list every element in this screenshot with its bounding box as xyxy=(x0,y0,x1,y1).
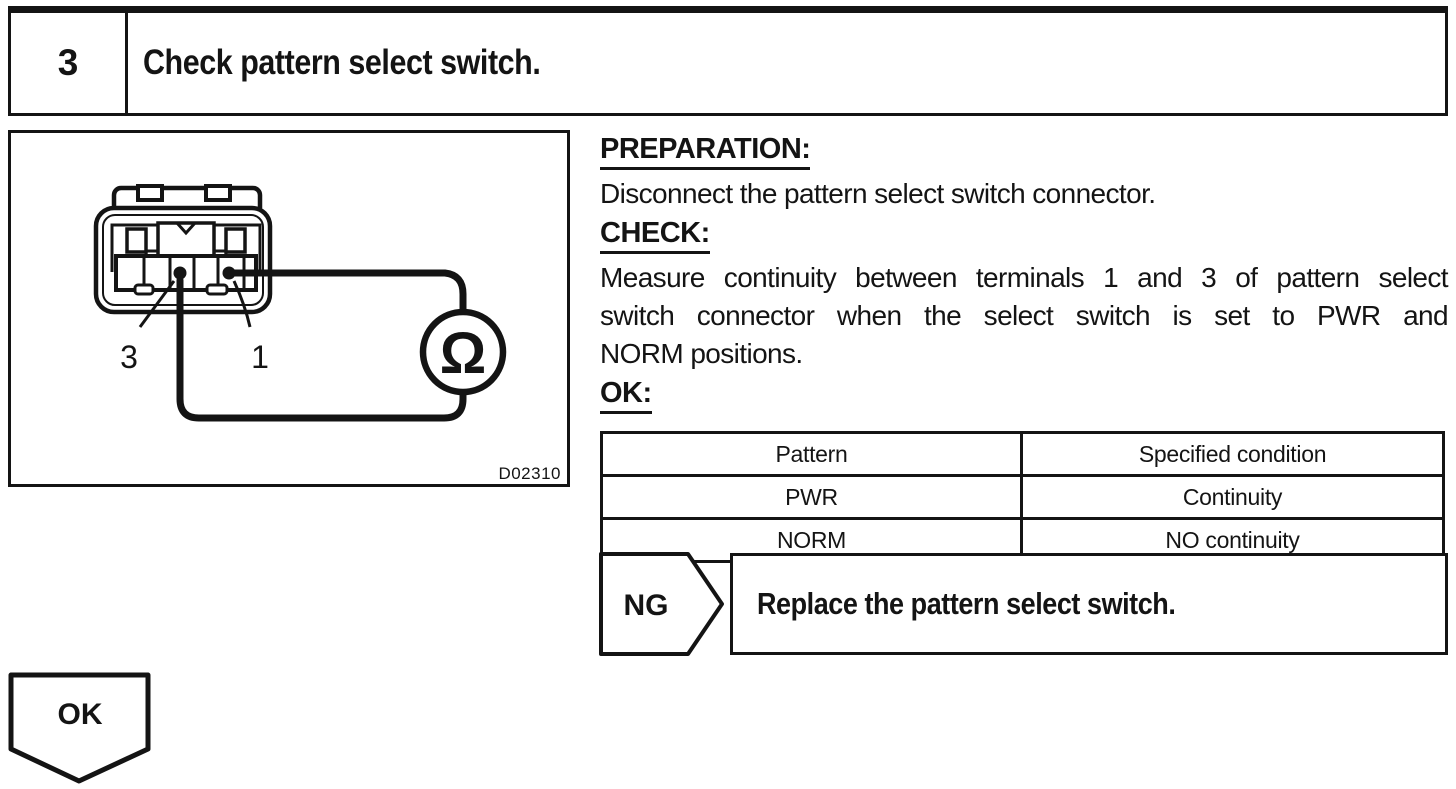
terminal-1-dot xyxy=(222,266,236,280)
test-lead-wires xyxy=(176,269,467,422)
instruction-column: PREPARATION: Disconnect the pattern sele… xyxy=(600,134,1449,563)
ok-arrow-icon: OK xyxy=(8,672,151,784)
table-header-specified-condition: Specified condition xyxy=(1020,431,1445,477)
figure-code: D02310 xyxy=(498,464,561,483)
preparation-heading: PREPARATION: xyxy=(600,134,811,170)
check-line: NORM positions. xyxy=(600,338,803,369)
ok-spec-heading: OK: xyxy=(600,378,652,414)
table-header-pattern: Pattern xyxy=(600,431,1023,477)
check-line: Measure continuity between terminals 1 a… xyxy=(600,262,1449,293)
ng-action-text: Replace the pattern select switch. xyxy=(757,586,1176,621)
figure-box: 3 1 Ω D02310 xyxy=(8,130,570,487)
terminal-1-label: 1 xyxy=(251,339,269,375)
step-header: 3 Check pattern select switch. xyxy=(8,6,1448,116)
ok-label: OK xyxy=(58,698,103,731)
terminal-3-label: 3 xyxy=(120,339,138,375)
table-header-row: Pattern Specified condition xyxy=(600,431,1445,477)
figure-frame xyxy=(8,130,570,487)
ng-label: NG xyxy=(624,589,669,622)
terminal-1-leader-line xyxy=(232,280,252,328)
ng-arrow-icon: NG xyxy=(599,552,724,656)
ok-flow: OK xyxy=(8,672,152,789)
ng-action-box: Replace the pattern select switch. xyxy=(730,553,1448,655)
pattern-select-switch-connector-diagram: 3 1 Ω D02310 xyxy=(8,130,570,487)
check-heading: CHECK: xyxy=(600,218,710,254)
step-title: Check pattern select switch. xyxy=(128,13,1445,113)
preparation-body: Disconnect the pattern select switch con… xyxy=(600,178,1156,209)
table-cell-pattern: PWR xyxy=(600,474,1023,520)
step-title-text: Check pattern select switch. xyxy=(143,43,541,82)
ohm-symbol: Ω xyxy=(440,321,487,386)
step-number: 3 xyxy=(11,13,128,113)
table-row: PWR Continuity xyxy=(600,474,1445,520)
table-cell-condition: Continuity xyxy=(1020,474,1445,520)
continuity-spec-table: Pattern Specified condition PWR Continui… xyxy=(600,431,1445,563)
check-line: switch connector when the select switch … xyxy=(600,300,1449,331)
ng-flow: NG Replace the pattern select switch. xyxy=(598,550,1448,658)
ohmmeter-icon: Ω xyxy=(419,308,507,396)
terminal-3-leader-line xyxy=(138,280,176,328)
terminal-3-dot xyxy=(173,266,187,280)
